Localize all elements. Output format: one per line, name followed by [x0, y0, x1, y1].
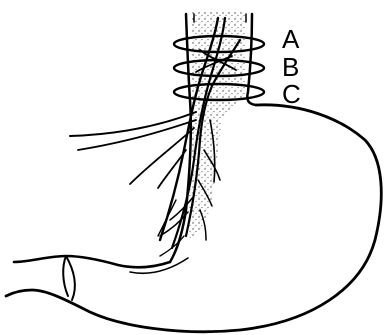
label-b: B — [282, 52, 299, 82]
label-a: A — [282, 24, 300, 54]
lesser-curvature — [14, 256, 170, 267]
pylorus — [63, 256, 75, 300]
label-c: C — [282, 79, 301, 109]
